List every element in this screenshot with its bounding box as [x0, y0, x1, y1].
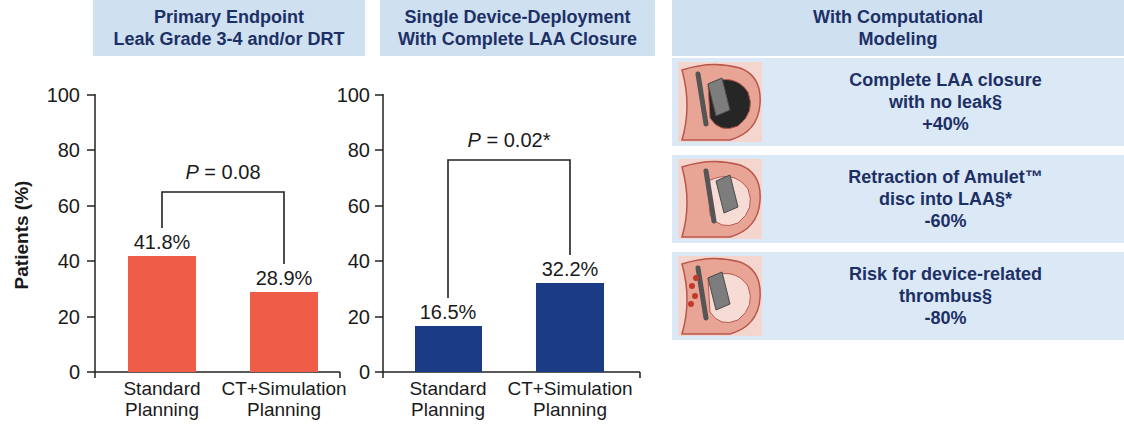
- significance-bracket: [162, 192, 284, 264]
- header-text: Leak Grade 3-4 and/or DRT: [113, 28, 344, 50]
- bar-value: 41.8%: [134, 231, 191, 253]
- bar: [415, 326, 482, 372]
- laa-illustration: [678, 62, 762, 142]
- result-box: Risk for device-related thrombus§-80%: [672, 252, 1124, 340]
- axis-title: Patients (%): [11, 181, 33, 290]
- tick-label: 40: [58, 250, 80, 272]
- atrium-wall: [678, 159, 762, 239]
- result-value: -60%: [924, 210, 966, 232]
- tick-label: 20: [348, 306, 370, 328]
- thrombus: [692, 293, 698, 299]
- text-area: Retraction of Amulet™ disc into LAA§*-60…: [767, 155, 1124, 243]
- tissue: [682, 64, 760, 140]
- result-value: +40%: [922, 113, 969, 135]
- tissue: [682, 258, 760, 334]
- result-box: Retraction of Amulet™ disc into LAA§*-60…: [672, 155, 1124, 243]
- panel-header: Primary EndpointLeak Grade 3-4 and/or DR…: [93, 0, 365, 56]
- header-text: Single Device-Deployment: [404, 6, 630, 28]
- laa-illustration: [678, 159, 762, 239]
- tick-label: 20: [58, 306, 80, 328]
- category-label: Standard Planning: [388, 378, 508, 420]
- panel-header: Single Device-DeploymentWith Complete LA…: [380, 0, 655, 56]
- header-text: Primary Endpoint: [154, 6, 304, 28]
- tick-label: 100: [337, 84, 370, 106]
- tissue: [682, 161, 760, 237]
- p-value: P = 0.02*: [468, 129, 551, 151]
- category-label: CT+Simulation Planning: [209, 378, 359, 420]
- tick-label: 0: [359, 361, 370, 383]
- tick-label: 80: [348, 139, 370, 161]
- tick-label: 60: [58, 195, 80, 217]
- result-text: Risk for device-related thrombus§: [830, 263, 1062, 307]
- text-area: Risk for device-related thrombus§-80%: [767, 252, 1124, 340]
- panel-header: With ComputationalModeling: [672, 0, 1124, 56]
- device-disc: [698, 74, 706, 124]
- category-label: Standard Planning: [102, 378, 222, 420]
- header-text: Modeling: [859, 28, 938, 50]
- atrium-wall: [678, 256, 762, 336]
- category-label: CT+Simulation Planning: [495, 378, 645, 420]
- thrombus: [693, 275, 699, 281]
- device-lobe: [708, 272, 730, 310]
- thrombus: [688, 301, 694, 307]
- result-value: -80%: [924, 307, 966, 329]
- bar: [536, 283, 604, 372]
- device-lobe: [716, 175, 738, 213]
- bar-value: 28.9%: [256, 267, 313, 289]
- header-text: With Complete LAA Closure: [398, 28, 637, 50]
- tick-label: 40: [348, 250, 370, 272]
- bar-value: 16.5%: [420, 301, 477, 323]
- bar: [128, 256, 196, 372]
- result-text: Retraction of Amulet™ disc into LAA§*: [830, 166, 1062, 210]
- device-disc: [706, 171, 714, 221]
- axes: [87, 94, 640, 378]
- tick-label: 100: [47, 84, 80, 106]
- laa-illustration: [678, 256, 762, 336]
- device-lobe: [708, 78, 730, 116]
- p-value: P = 0.08: [185, 161, 260, 183]
- tick-label: 60: [348, 195, 370, 217]
- result-box: Complete LAA closure with no leak§+40%: [672, 58, 1124, 146]
- thrombus: [689, 283, 695, 289]
- result-text: Complete LAA closure with no leak§: [830, 69, 1062, 113]
- bar-value: 32.2%: [542, 258, 599, 280]
- tick-label: 0: [69, 361, 80, 383]
- bar: [250, 292, 318, 372]
- atrium-wall: [678, 62, 762, 142]
- tick-label: 80: [58, 139, 80, 161]
- device-disc: [698, 268, 706, 318]
- text-area: Complete LAA closure with no leak§+40%: [767, 58, 1124, 146]
- header-text: With Computational: [813, 6, 983, 28]
